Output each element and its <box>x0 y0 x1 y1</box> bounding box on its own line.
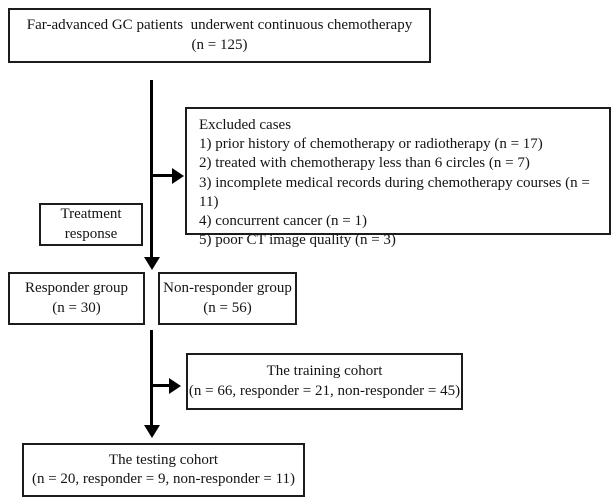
training-cohort-line2: (n = 66, responder = 21, non-responder =… <box>188 382 461 399</box>
excluded-case-item: 4) concurrent cancer (n = 1) <box>199 212 367 229</box>
excluded-case-item: 5) poor CT image quality (n = 3) <box>199 232 396 249</box>
nonresponder-group-line2: (n = 56) <box>203 299 252 316</box>
arrow-top-to-groups-head-icon <box>144 257 160 270</box>
nonresponder-group-box: Non-responder group (n = 56) <box>158 272 297 325</box>
arrow-branch-excluded-head-icon <box>172 168 184 184</box>
testing-cohort-line2: (n = 20, responder = 9, non-responder = … <box>31 471 296 487</box>
responder-group-line2: (n = 30) <box>52 299 101 316</box>
testing-cohort-box: The testing cohort (n = 20, responder = … <box>22 443 305 497</box>
treatment-response-box: Treatment response <box>39 203 143 246</box>
excluded-cases-box: Excluded cases 1) prior history of chemo… <box>185 107 611 248</box>
excluded-case-item: 1) prior history of chemotherapy or radi… <box>199 136 543 153</box>
arrow-branch-excluded-line <box>151 174 172 177</box>
arrow-top-to-groups-line <box>150 80 153 257</box>
patients-box: Far-advanced GC patients underwent conti… <box>8 8 431 63</box>
training-cohort-box: The training cohort (n = 66, responder =… <box>186 353 463 410</box>
arrow-branch-training-line <box>151 384 169 387</box>
treatment-response-line1: Treatment <box>60 206 122 222</box>
responder-group-box: Responder group (n = 30) <box>8 272 145 325</box>
arrow-groups-to-testing-head-icon <box>144 425 160 438</box>
training-cohort-line1: The training cohort <box>266 363 383 379</box>
treatment-response-line2: response <box>64 225 118 242</box>
testing-cohort-line1: The testing cohort <box>108 451 219 468</box>
nonresponder-group-line1: Non-responder group <box>163 280 292 296</box>
excluded-case-item: 3) incomplete medical records during che… <box>199 174 594 210</box>
excluded-cases-title: Excluded cases <box>199 117 292 133</box>
arrow-groups-to-testing-line <box>150 330 153 425</box>
arrow-branch-training-head-icon <box>169 378 181 394</box>
patients-box-line1: Far-advanced GC patients underwent conti… <box>26 17 413 33</box>
excluded-case-item: 2) treated with chemotherapy less than 6… <box>199 155 530 172</box>
responder-group-line1: Responder group <box>25 280 128 296</box>
patients-box-line2: (n = 125) <box>191 36 248 53</box>
